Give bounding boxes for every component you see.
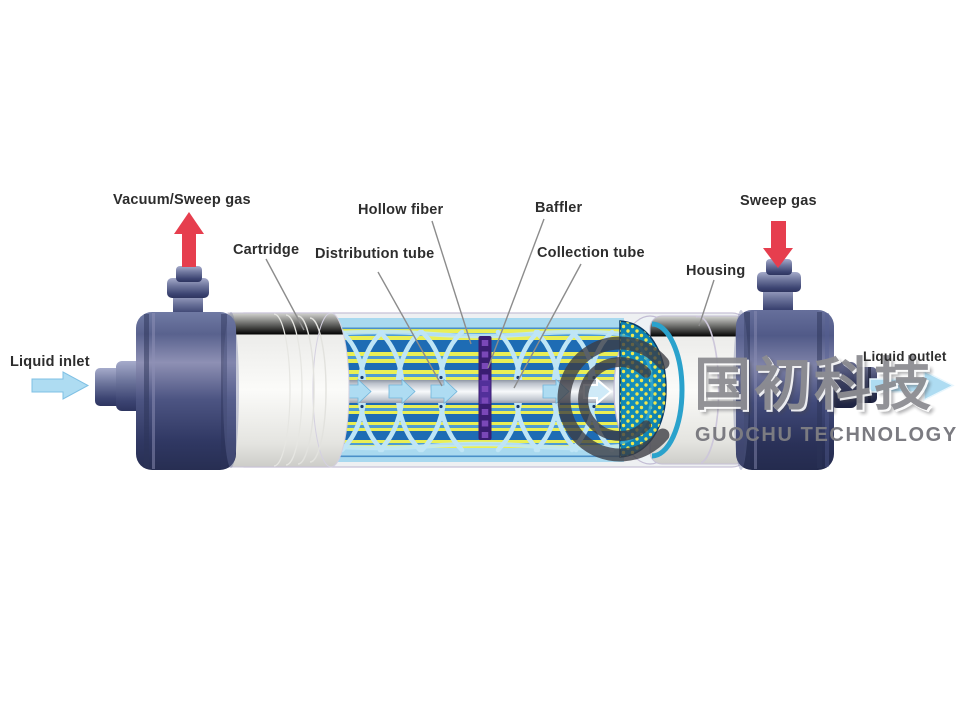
leader-housing (698, 279, 715, 327)
label-housing: Housing (686, 263, 746, 279)
liquid-inlet-port (95, 361, 142, 411)
label-hollow-fiber: Hollow fiber (358, 202, 444, 218)
label-baffler: Baffler (535, 200, 583, 216)
guochu-logo-cn: 国初科技 (694, 353, 934, 417)
guochu-logo-mark (557, 336, 670, 462)
liquid-outlet-arrow (869, 369, 955, 402)
label-liquid-inlet: Liquid inlet (10, 354, 90, 370)
label-vacuum-sweep-gas: Vacuum/Sweep gas (113, 192, 251, 208)
leader-collection-tube (513, 263, 582, 389)
leader-cartridge (265, 258, 305, 331)
liquid-inlet-arrow (31, 371, 90, 400)
guochu-logo-en: GUOCHU TECHNOLOGY (695, 424, 958, 446)
left-end-cap (136, 312, 239, 470)
leader-distribution-tube (377, 271, 443, 387)
label-cartridge: Cartridge (233, 242, 300, 258)
gas-up-arrow (174, 212, 204, 267)
baffler (478, 336, 492, 440)
housing-inner-lip (651, 321, 685, 459)
leader-hollow-fiber (431, 220, 472, 345)
flow-arrows (344, 378, 570, 405)
label-collection-tube: Collection tube (537, 245, 645, 261)
vacuum-port (167, 266, 209, 318)
gas-down-arrow (763, 221, 793, 268)
leader-lines (265, 218, 715, 389)
label-distribution-tube: Distribution tube (315, 246, 435, 262)
leader-baffler (487, 218, 545, 369)
right-end-cap (733, 310, 834, 470)
label-sweep-gas: Sweep gas (740, 193, 817, 209)
label-liquid-outlet: Liquid outlet (863, 349, 947, 364)
sweep-gas-port (757, 259, 801, 314)
cartridge-body (227, 312, 350, 468)
